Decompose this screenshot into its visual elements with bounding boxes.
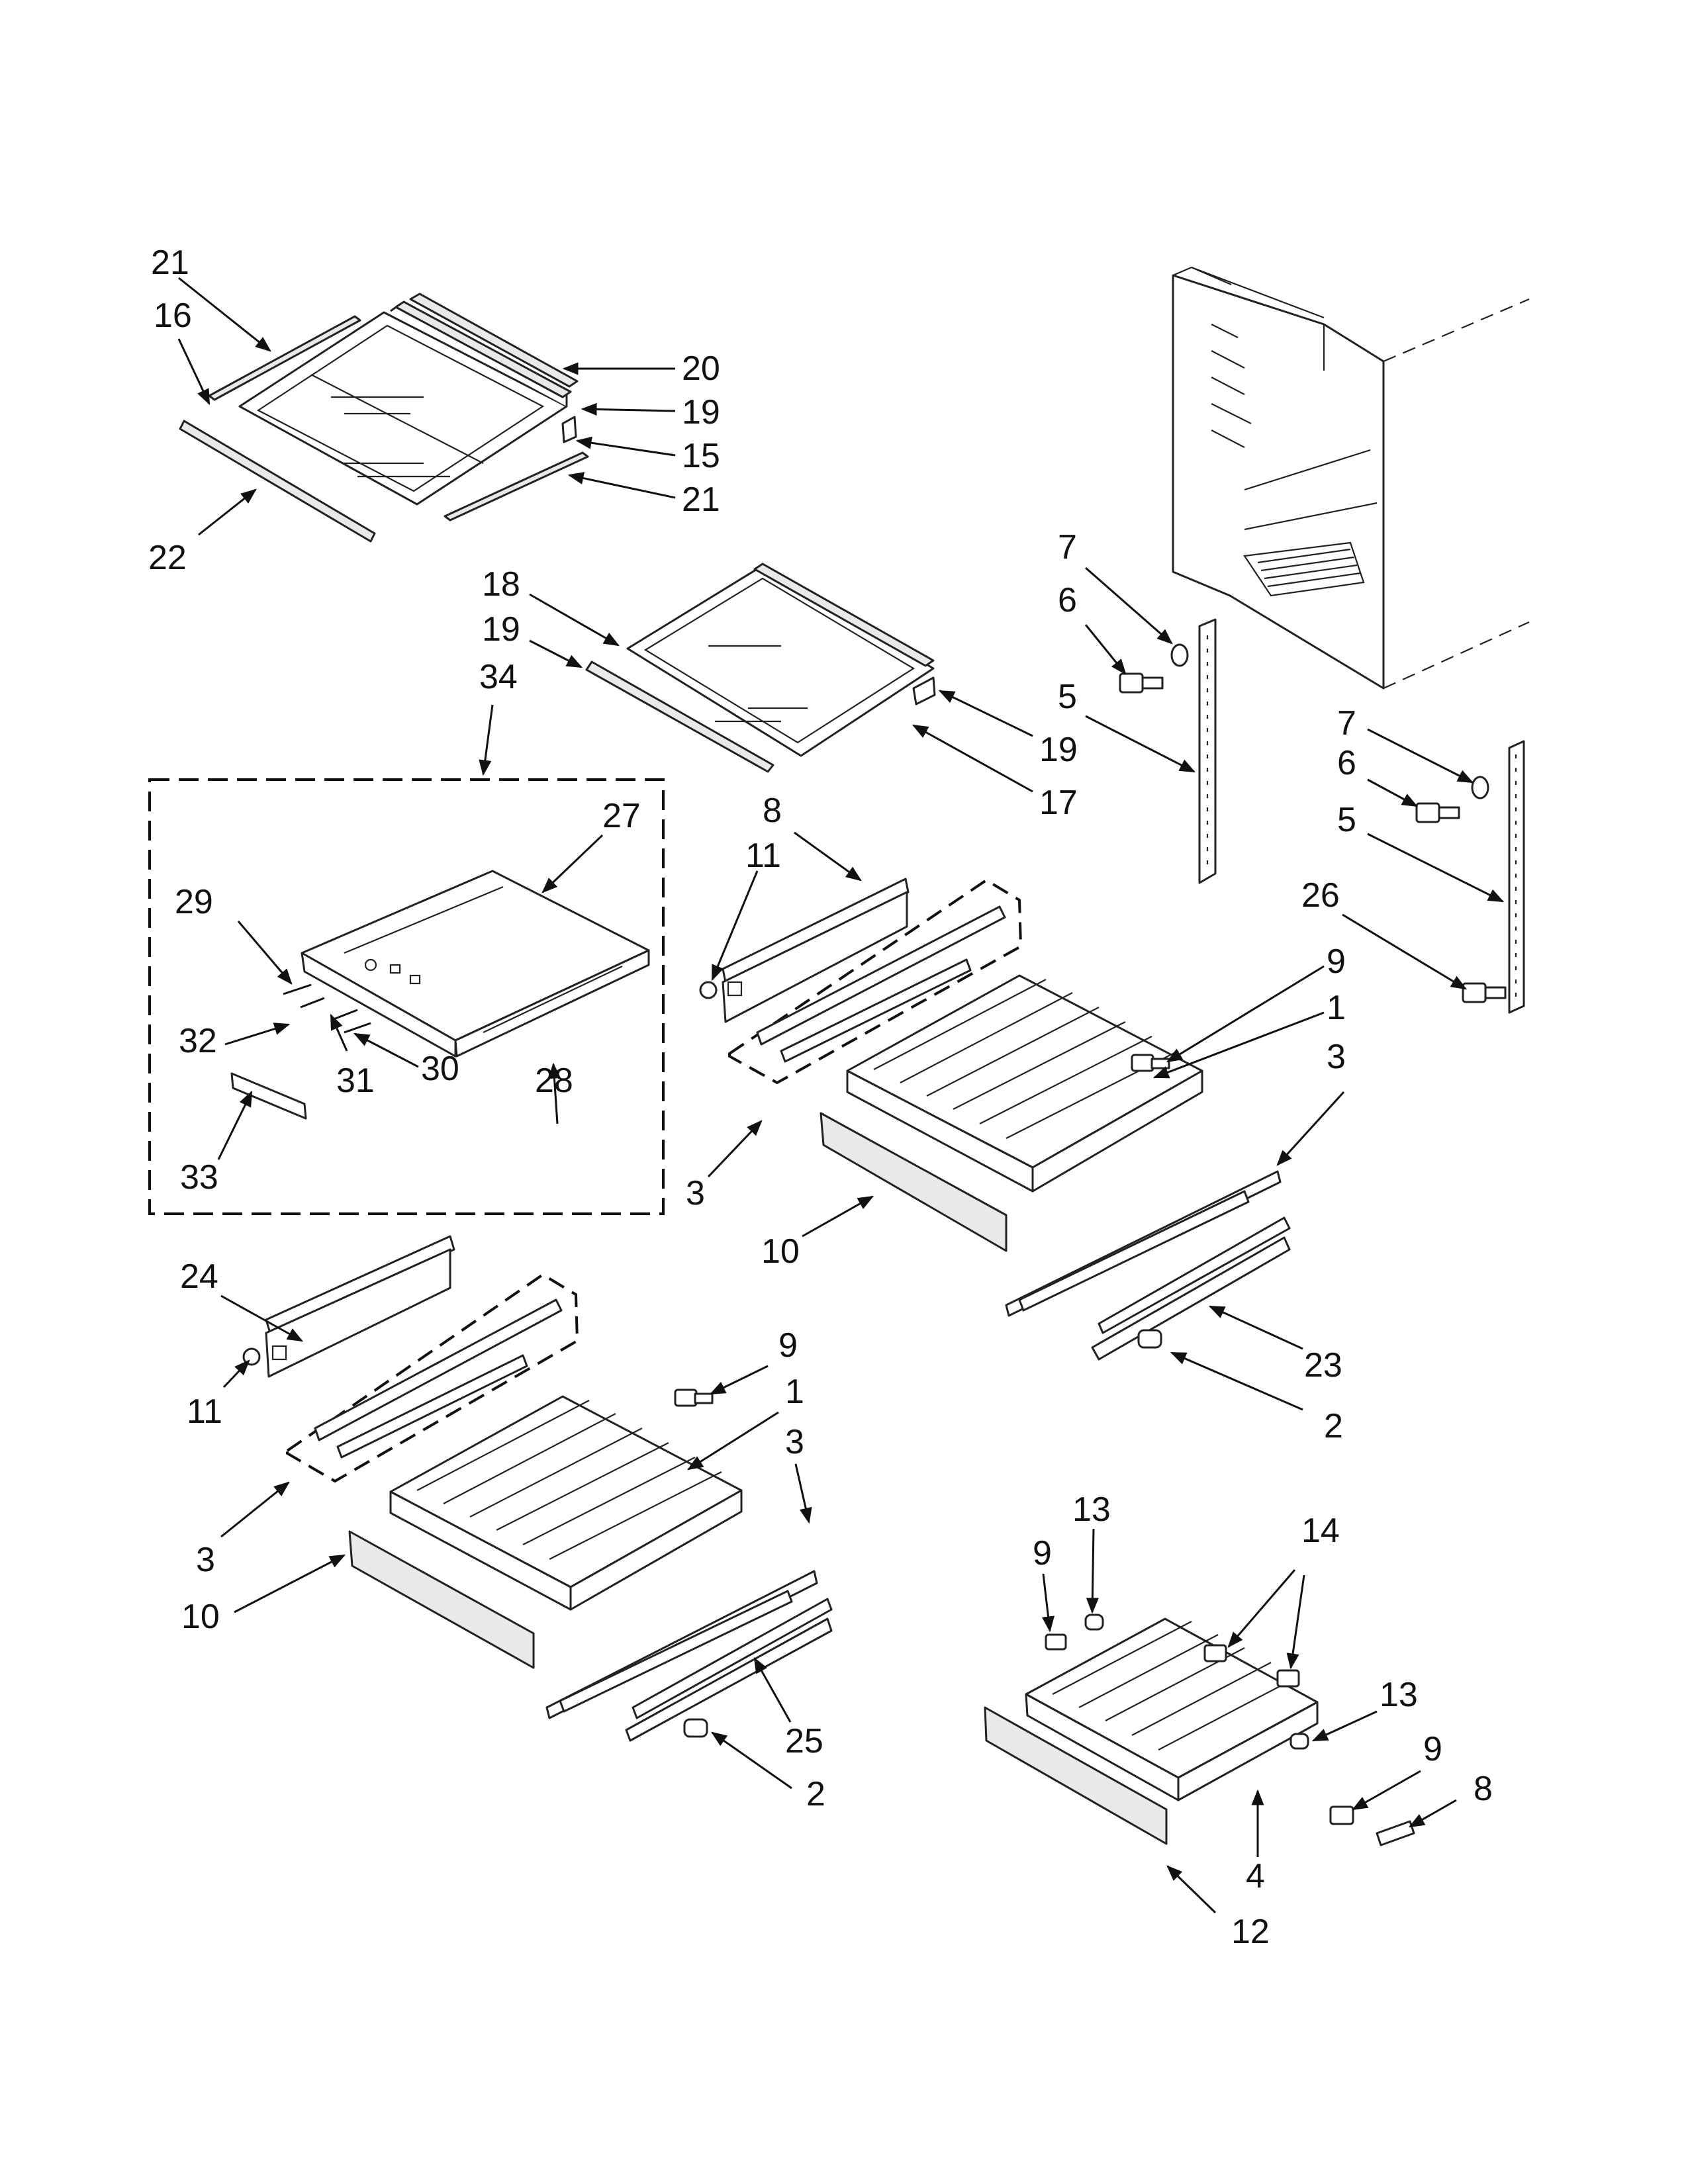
screw-6b (1415, 802, 1460, 823)
slide-rail-3a (756, 905, 1006, 1063)
callout-10: 10 (761, 1232, 800, 1271)
callout-9: 9 (778, 1326, 798, 1365)
nut-11a (699, 981, 718, 999)
callout-7: 7 (1337, 704, 1356, 743)
upper-glass-shelf (179, 293, 589, 543)
side-rail-right (1508, 740, 1525, 1014)
callout-9: 9 (1033, 1534, 1052, 1572)
callout-8: 8 (1474, 1770, 1493, 1808)
callout-3: 3 (686, 1174, 705, 1212)
callout-7: 7 (1058, 528, 1077, 567)
cabinet-liner (1172, 266, 1530, 690)
bin-drawer-1b (389, 1395, 743, 1611)
slide-rail-3c (314, 1298, 563, 1459)
side-rail-left (1198, 618, 1217, 884)
callout-3: 3 (196, 1541, 215, 1579)
callout-31: 31 (336, 1062, 375, 1100)
callout-29: 29 (175, 883, 213, 921)
callout-11: 11 (745, 837, 781, 875)
callout-23: 23 (1304, 1346, 1342, 1385)
control-board-33 (230, 1072, 307, 1120)
callout-9: 9 (1423, 1730, 1442, 1768)
callout-5: 5 (1337, 801, 1356, 839)
callout-33: 33 (180, 1158, 218, 1197)
bracket-25 (625, 1598, 833, 1742)
callout-15: 15 (682, 437, 720, 475)
callout-30: 30 (421, 1050, 459, 1088)
bumper-2b (683, 1718, 708, 1738)
callout-27: 27 (602, 797, 641, 835)
callout-24: 24 (180, 1257, 218, 1296)
callout-26: 26 (1301, 876, 1340, 915)
screw-6a (1119, 672, 1164, 694)
assembly-box-34 (148, 778, 665, 1215)
screw-9b (674, 1388, 714, 1407)
bracket-23 (1091, 1216, 1291, 1361)
callout-34: 34 (479, 658, 518, 696)
bracket-8 (722, 878, 910, 1023)
basket-4 (1025, 1617, 1319, 1801)
bracket-24 (265, 1235, 455, 1378)
callout-20: 20 (682, 349, 720, 388)
callout-14: 14 (1301, 1512, 1340, 1550)
callout-13: 13 (1380, 1676, 1418, 1714)
front-trim-10a (820, 1112, 1008, 1252)
callout-21: 21 (682, 480, 720, 519)
callout-9: 9 (1327, 942, 1346, 981)
callout-25: 25 (785, 1722, 823, 1760)
callout-4: 4 (1246, 1857, 1265, 1895)
callout-6: 6 (1058, 581, 1077, 619)
front-trim-10b (348, 1530, 535, 1669)
screw-9a (1131, 1054, 1170, 1072)
callout-19: 19 (1039, 731, 1078, 769)
callout-1: 1 (785, 1373, 804, 1411)
callout-21: 21 (151, 244, 189, 282)
screws-9-13-14 (1045, 1614, 1415, 1846)
callout-3: 3 (785, 1423, 804, 1461)
callout-19: 19 (682, 393, 720, 432)
callout-8: 8 (763, 792, 782, 830)
callout-labels: 21 16 20 19 15 21 22 18 19 34 19 17 7 6 … (148, 244, 1493, 1951)
callout-11: 11 (187, 1392, 222, 1431)
callout-16: 16 (154, 296, 192, 335)
bin-drawer-1a (846, 974, 1203, 1193)
slide-set-box-3c (286, 1273, 579, 1483)
callout-2: 2 (806, 1775, 825, 1813)
screw-26 (1462, 982, 1507, 1003)
callout-10: 10 (181, 1598, 220, 1636)
callout-1: 1 (1327, 989, 1346, 1027)
callout-3: 3 (1327, 1038, 1346, 1076)
callout-32: 32 (179, 1022, 217, 1060)
washer-7a (1170, 643, 1189, 667)
front-trim-12 (984, 1706, 1168, 1845)
slide-rail-3b (1005, 1170, 1282, 1317)
leader-lines (177, 277, 1505, 1914)
callout-12: 12 (1231, 1913, 1270, 1951)
washer-7b (1471, 776, 1489, 799)
callout-19: 19 (482, 610, 520, 649)
nut-11b (242, 1347, 261, 1366)
slide-rail-3d (545, 1570, 818, 1719)
callout-28: 28 (535, 1062, 573, 1100)
callout-18: 18 (482, 565, 520, 604)
callout-6: 6 (1337, 744, 1356, 782)
slide-set-box-3a (728, 878, 1023, 1085)
callout-2: 2 (1324, 1407, 1343, 1445)
callout-17: 17 (1039, 784, 1078, 822)
crisper-cover (301, 870, 650, 1058)
callout-22: 22 (148, 539, 187, 577)
bumper-2a (1137, 1329, 1162, 1349)
callout-5: 5 (1058, 678, 1077, 716)
middle-glass-shelf (585, 563, 936, 773)
callout-13: 13 (1072, 1490, 1111, 1529)
